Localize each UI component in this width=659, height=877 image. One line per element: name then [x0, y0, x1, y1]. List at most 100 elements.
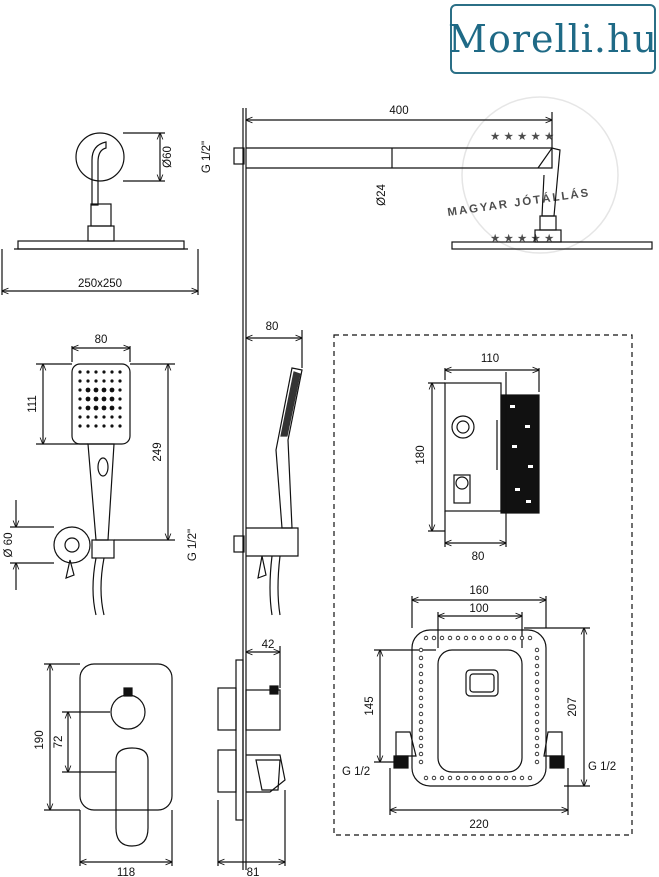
- frame-hole: [495, 635, 501, 641]
- nozzle-dot: [102, 415, 106, 419]
- frame-hole: [418, 719, 424, 725]
- frame-hole: [418, 735, 424, 741]
- frame-hole: [534, 703, 540, 709]
- frame-hole: [471, 635, 477, 641]
- frame-hole: [418, 663, 424, 669]
- frame-hole: [418, 751, 424, 757]
- nozzle-dot: [109, 405, 115, 411]
- nozzle-dot: [78, 397, 82, 401]
- nozzle-dot: [93, 405, 99, 411]
- frame-hole: [534, 727, 540, 733]
- frame-outer-label: 160: [469, 585, 488, 597]
- frame-hole: [418, 743, 424, 749]
- nozzle-dot: [110, 370, 114, 374]
- frame-hole: [534, 695, 540, 701]
- frame-hole: [534, 671, 540, 677]
- frame-hole: [455, 635, 461, 641]
- frame-hole: [527, 775, 533, 781]
- side-depth-label: 42: [262, 639, 275, 651]
- hand-shower-nozzle-grid: [78, 370, 122, 428]
- frame-hole: [463, 775, 469, 781]
- frame-hole: [495, 775, 501, 781]
- nozzle-dot: [101, 387, 107, 393]
- nozzle-dot: [86, 415, 90, 419]
- hand-width-label: 80: [95, 334, 108, 346]
- body-mark: [510, 405, 515, 408]
- frame-hole: [534, 711, 540, 717]
- nozzle-dot: [78, 370, 82, 374]
- head-size-label: 250x250: [78, 278, 122, 290]
- holder-thread-label: G 1/2": [187, 529, 199, 561]
- nozzle-dot: [86, 424, 90, 428]
- nozzle-dot: [93, 387, 99, 393]
- frame-hole: [534, 663, 540, 669]
- nozzle-dot: [118, 379, 122, 383]
- frame-hole: [418, 679, 424, 685]
- frame-hole: [534, 647, 540, 653]
- frame-hole: [418, 695, 424, 701]
- frame-hole: [418, 711, 424, 717]
- flange-diameter-label: Ø60: [162, 146, 174, 168]
- nozzle-dot: [118, 406, 122, 410]
- nozzle-dot: [85, 396, 91, 402]
- nozzle-dot: [94, 379, 98, 383]
- frame-left-height-label: 145: [364, 696, 376, 715]
- box-depth-label: 80: [472, 551, 485, 563]
- frame-hole: [418, 655, 424, 661]
- mixer-plate-front-view: [44, 664, 172, 866]
- frame-hole: [487, 635, 493, 641]
- knob-offset-label: 72: [53, 736, 65, 749]
- frame-hole: [503, 635, 509, 641]
- frame-hole: [519, 635, 525, 641]
- brand-logo-text: Morelli.hu: [448, 17, 658, 61]
- frame-right-height-label: 207: [567, 697, 579, 716]
- nozzle-dot: [118, 415, 122, 419]
- frame-hole: [439, 635, 445, 641]
- frame-hole: [534, 679, 540, 685]
- body-marks: [510, 405, 533, 503]
- frame-hole: [534, 751, 540, 757]
- arm-diameter-label: Ø24: [376, 184, 388, 206]
- arm-thread-label: G 1/2": [201, 141, 213, 173]
- nozzle-dot: [86, 370, 90, 374]
- hand-shower-front-view: [10, 346, 175, 616]
- plate-height-label: 190: [34, 730, 46, 749]
- nozzle-dot: [118, 388, 122, 392]
- nozzle-dot: [86, 379, 90, 383]
- frame-hole: [534, 735, 540, 741]
- frame-left-thread-label: G 1/2: [342, 766, 370, 778]
- shower-arm-side-view: [233, 108, 653, 870]
- arm-length-label: 400: [389, 105, 408, 117]
- holder-diameter-label: Ø 60: [3, 533, 15, 558]
- frame-hole: [534, 687, 540, 693]
- nozzle-dot: [118, 424, 122, 428]
- frame-hole: [463, 635, 469, 641]
- nozzle-dot: [102, 379, 106, 383]
- frame-inner-label: 100: [469, 603, 488, 615]
- frame-hole: [431, 635, 437, 641]
- frame-hole: [447, 635, 453, 641]
- frame-hole: [534, 719, 540, 725]
- hand-depth-label: 80: [266, 321, 279, 333]
- body-mark: [515, 488, 520, 491]
- body-mark: [512, 445, 517, 448]
- frame-hole: [418, 759, 424, 765]
- watermark-stars-top: ★ ★ ★ ★ ★: [490, 131, 554, 143]
- frame-hole: [487, 775, 493, 781]
- frame-hole: [455, 775, 461, 781]
- nozzle-dot: [118, 397, 122, 401]
- nozzle-dot: [78, 379, 82, 383]
- nozzle-dot: [78, 388, 82, 392]
- frame-hole: [534, 655, 540, 661]
- nozzle-dot: [85, 405, 91, 411]
- frame-hole: [423, 775, 429, 781]
- nozzle-dot: [101, 405, 107, 411]
- mounting-frame-view: [374, 596, 590, 815]
- nozzle-dot: [110, 379, 114, 383]
- frame-hole: [423, 635, 429, 641]
- nozzle-dot: [78, 424, 82, 428]
- nozzle-dot: [109, 387, 115, 393]
- body-mark: [526, 500, 531, 503]
- body-mark: [525, 425, 530, 428]
